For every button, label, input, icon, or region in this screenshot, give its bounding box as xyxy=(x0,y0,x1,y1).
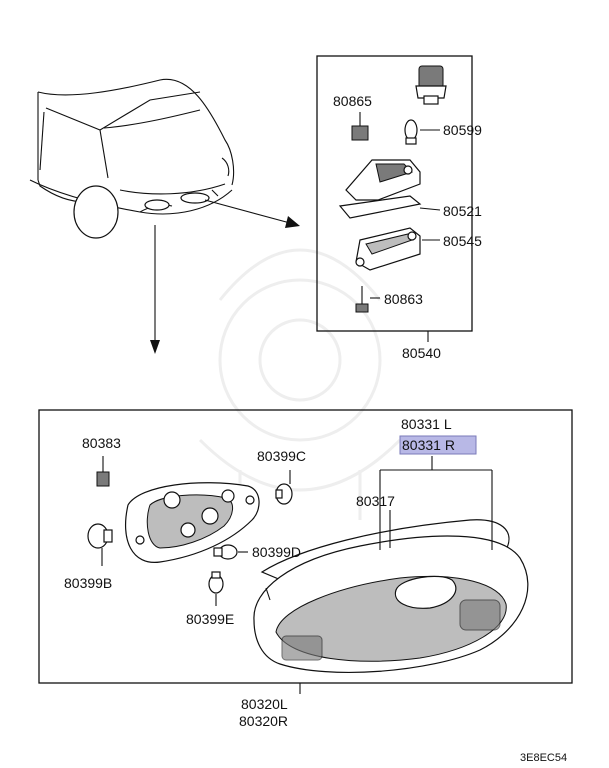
diagram-code: 3E8EC54 xyxy=(520,752,567,764)
label-80320R: 80320R xyxy=(239,713,288,729)
label-80399C: 80399C xyxy=(257,448,306,464)
rear-lamp-assembly xyxy=(253,510,529,673)
bulb-80399C xyxy=(275,470,293,505)
label-80545: 80545 xyxy=(443,233,482,249)
label-80399E: 80399E xyxy=(186,611,234,627)
label-80317: 80317 xyxy=(356,493,395,509)
lamp-lens-80545 xyxy=(355,227,440,271)
label-80331L: 80331 L xyxy=(401,416,452,432)
label-80320L: 80320L xyxy=(241,696,288,712)
label-80521: 80521 xyxy=(443,203,482,219)
label-80399B: 80399B xyxy=(64,575,112,591)
bulb-80599 xyxy=(404,119,440,145)
bulb-80399B xyxy=(87,523,113,566)
lamp-socket-housing xyxy=(124,482,260,563)
rear-lamp-box xyxy=(38,409,573,684)
label-80540: 80540 xyxy=(402,345,441,361)
bulb-socket-80599 xyxy=(415,65,447,105)
label-80331R[interactable]: 80331 R xyxy=(402,437,455,453)
label-80865: 80865 xyxy=(333,93,372,109)
label-80863: 80863 xyxy=(384,291,423,307)
highlight-80331R xyxy=(399,435,477,455)
bulb-80399D xyxy=(213,544,248,560)
label-bracket-80331 xyxy=(379,456,493,550)
lamp-housing-80521 xyxy=(338,159,441,219)
label-80383: 80383 xyxy=(82,435,121,451)
car-rear-illustration xyxy=(29,78,300,354)
clip-80865 xyxy=(351,112,369,141)
screw-80863 xyxy=(355,286,380,313)
bulb-80399E xyxy=(208,571,224,606)
license-lamp-box xyxy=(316,55,473,332)
watermark-emblem xyxy=(198,248,402,520)
label-80599: 80599 xyxy=(443,122,482,138)
clip-80383 xyxy=(96,456,110,487)
label-80399D: 80399D xyxy=(252,544,301,560)
